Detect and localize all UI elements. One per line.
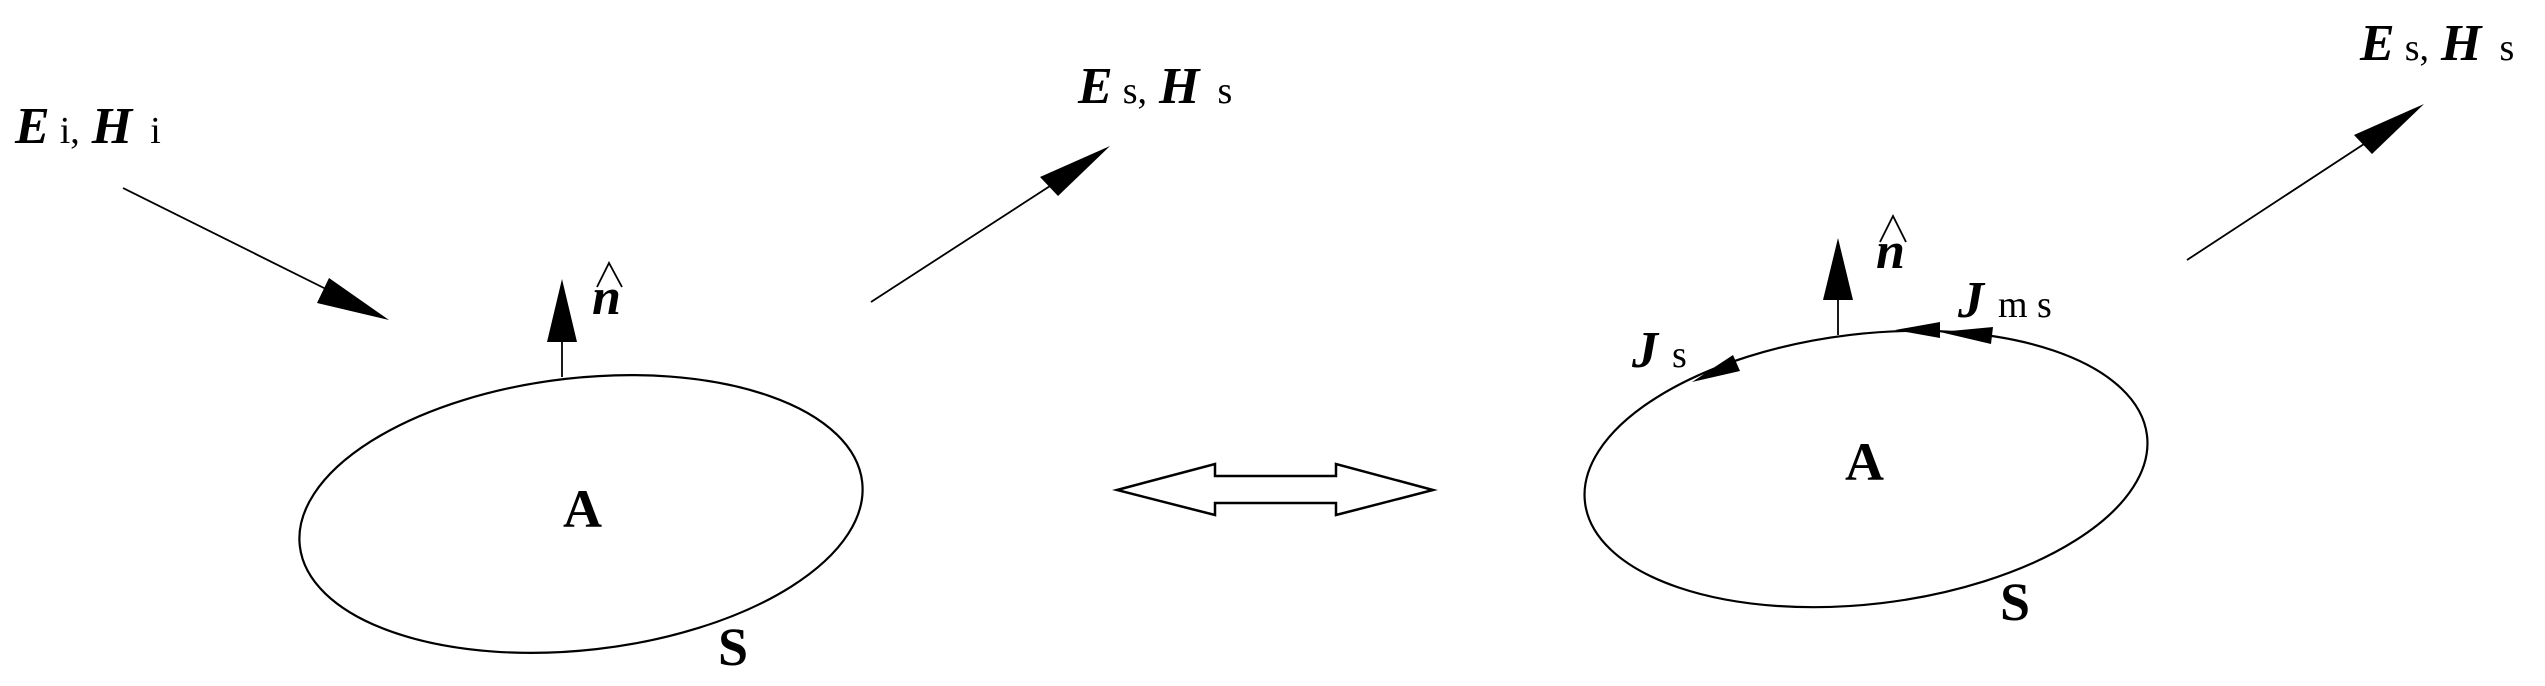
incident-field-label: E i, H i xyxy=(14,98,161,155)
incident-h-subscript: i xyxy=(150,110,161,152)
electric-current-label: J s xyxy=(1631,322,1687,379)
incident-wave-arrow xyxy=(122,187,389,320)
magnetic-current-arrow-head-1 xyxy=(1895,322,1940,338)
current-jm-symbol: J xyxy=(1957,272,1986,329)
normal-vector-right xyxy=(1823,238,1853,335)
scattered-e-subscript: s, xyxy=(1123,70,1147,112)
incident-arrow-shaft xyxy=(122,187,331,292)
left-panel: E i, H i E s, H s xyxy=(14,58,1232,677)
unit-hat-icon xyxy=(1879,213,1907,243)
unit-hat-icon xyxy=(596,261,623,288)
scattered-wave-arrow-right xyxy=(2186,104,2424,261)
normal-arrow-head-right xyxy=(1823,238,1853,300)
scattered-arrow-shaft-left xyxy=(870,185,1051,303)
normal-label-right: n xyxy=(1876,213,1907,280)
current-jm-subscript: m s xyxy=(1998,284,2052,326)
scattered-h-subscript: s xyxy=(2499,27,2514,69)
scattered-wave-arrow-left xyxy=(870,146,1110,303)
incident-e-subscript: i, xyxy=(60,110,80,152)
scattered-arrow-head-right xyxy=(2354,104,2424,154)
incident-e-symbol: E xyxy=(14,98,50,155)
scattered-e-symbol: E xyxy=(2359,15,2395,72)
magnetic-current-label: J m s xyxy=(1957,272,2052,329)
scattered-arrow-head-left xyxy=(1040,146,1110,196)
surface-label-left: S xyxy=(718,617,748,677)
incident-h-symbol: H xyxy=(91,98,134,155)
right-panel: E s, H s n J s J m s xyxy=(1583,15,2514,632)
scattered-e-subscript: s, xyxy=(2405,27,2429,69)
scattered-field-label-right: E s, H s xyxy=(2359,15,2514,72)
scatterer-surface-left xyxy=(298,374,864,654)
scattered-h-symbol: H xyxy=(2440,15,2483,72)
equivalent-surface-right xyxy=(1583,329,2149,609)
surface-label-right: S xyxy=(2000,572,2030,632)
scattered-h-symbol: H xyxy=(1158,58,1201,115)
current-j-subscript: s xyxy=(1672,334,1687,376)
normal-label-left: n xyxy=(592,261,623,326)
normal-n-symbol: n xyxy=(1876,223,1905,280)
scattered-e-symbol: E xyxy=(1077,58,1113,115)
magnetic-current-arrow-head-2 xyxy=(1940,327,1993,344)
normal-n-symbol: n xyxy=(592,269,621,326)
electric-current-arrow-head xyxy=(1692,355,1740,382)
region-label-left: A xyxy=(563,479,602,539)
normal-arrow-head-left xyxy=(547,279,577,342)
scattered-h-subscript: s xyxy=(1217,70,1232,112)
region-label-right: A xyxy=(1845,432,1884,492)
current-j-symbol: J xyxy=(1631,322,1660,379)
scattered-arrow-shaft-right xyxy=(2186,143,2365,261)
incident-arrow-head xyxy=(317,278,389,320)
normal-vector-left xyxy=(547,279,577,377)
equivalence-double-arrow-icon xyxy=(1112,462,1438,517)
scattered-field-label-left: E s, H s xyxy=(1077,58,1232,115)
